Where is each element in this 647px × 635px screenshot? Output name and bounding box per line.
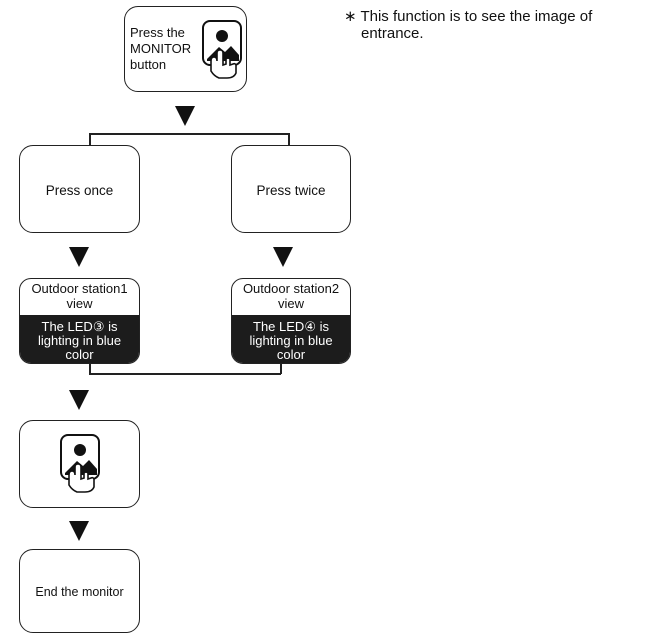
outdoor-station2-view: Outdoor station2 view The LED④ is lighti… bbox=[231, 278, 351, 364]
down-arrow-icon bbox=[273, 247, 293, 267]
merge-connector bbox=[89, 373, 281, 375]
press-monitor-step: Press the MONITOR button bbox=[124, 6, 247, 92]
down-arrow-icon bbox=[175, 106, 195, 126]
outdoor-station1-led-status: The LED③ is lighting in blue color bbox=[20, 315, 139, 363]
press-twice-box: Press twice bbox=[231, 145, 351, 233]
down-arrow-icon bbox=[69, 247, 89, 267]
function-note: ∗ This function is to see the image of e… bbox=[344, 8, 593, 42]
down-arrow-icon bbox=[69, 390, 89, 410]
press-monitor-label: Press the MONITOR button bbox=[130, 25, 192, 72]
branch-connector bbox=[89, 133, 289, 135]
branch-right-drop bbox=[288, 133, 290, 146]
press-once-box: Press once bbox=[19, 145, 140, 233]
merge-left-rise bbox=[89, 364, 91, 374]
outdoor-station1-view: Outdoor station1 view The LED③ is lighti… bbox=[19, 278, 140, 364]
branch-left-drop bbox=[89, 133, 91, 146]
end-monitor-label: End the monitor bbox=[35, 585, 124, 599]
outdoor-station2-led-status: The LED④ is lighting in blue color bbox=[232, 315, 350, 363]
merge-right-rise bbox=[280, 364, 282, 374]
outdoor-station2-title: Outdoor station2 view bbox=[242, 281, 340, 311]
press-monitor-again-step bbox=[19, 420, 140, 508]
outdoor-station1-title: Outdoor station1 view bbox=[31, 281, 128, 311]
monitor-button-icon bbox=[202, 20, 242, 79]
down-arrow-icon bbox=[69, 521, 89, 541]
end-monitor-box: End the monitor bbox=[19, 549, 140, 633]
press-once-label: Press once bbox=[45, 183, 114, 198]
monitor-button-icon bbox=[60, 434, 100, 493]
press-twice-label: Press twice bbox=[256, 183, 326, 198]
